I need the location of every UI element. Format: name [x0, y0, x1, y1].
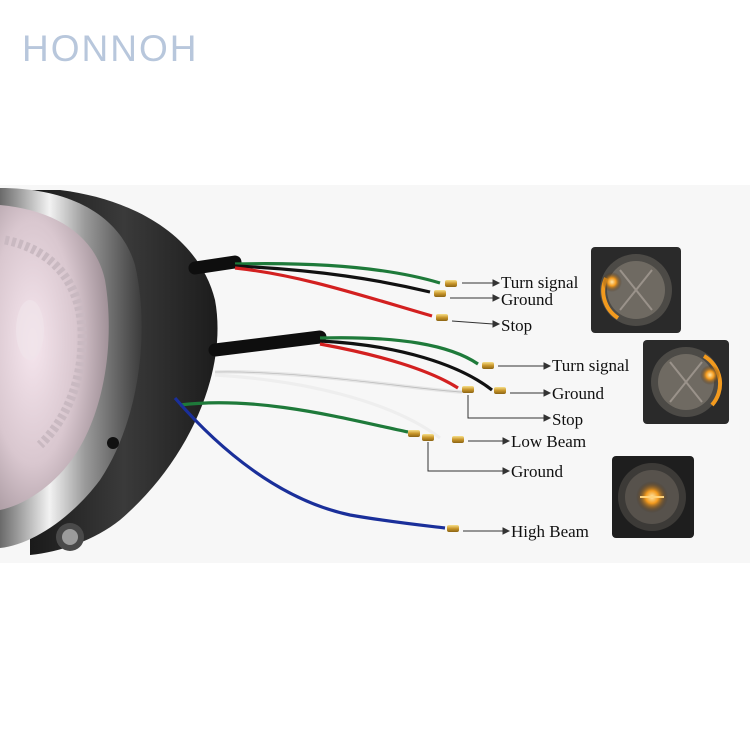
preview-thumbnail-1: [591, 247, 681, 333]
bullet-connector-icon: [436, 314, 448, 321]
preview-thumbnail-2: [643, 340, 729, 424]
wire-white-2: [214, 373, 441, 440]
wire-blue: [173, 396, 446, 530]
wire-black-2: [319, 339, 493, 392]
bullet-connector-icon: [494, 387, 506, 394]
bullet-connector-icon: [452, 436, 464, 443]
label-low-beam: Low Beam: [511, 432, 587, 451]
bullet-connector-icon: [422, 434, 434, 441]
brand-logo: HONNOH: [22, 28, 199, 69]
cable-sleeve-1: [188, 255, 242, 275]
label-stop-1: Stop: [501, 316, 533, 335]
wire-green-2: [319, 336, 479, 366]
label-stop-2: Stop: [552, 410, 584, 429]
wire-red-1: [234, 266, 433, 318]
cable-sleeve-2: [208, 330, 327, 357]
label-ground-1: Ground: [501, 290, 553, 309]
label-turn-signal-2: Turn signal: [552, 356, 630, 375]
wire-red-2: [319, 342, 459, 390]
arrow-right-icon: [427, 279, 552, 535]
wire-green-3: [179, 401, 409, 434]
bullet-connector-icon: [447, 525, 459, 532]
headlight-icon: [0, 188, 218, 555]
bullet-connector-icon: [462, 386, 474, 393]
wire-black-1: [234, 264, 431, 294]
preview-thumbnail-3: [612, 456, 694, 538]
label-high-beam: High Beam: [511, 522, 589, 541]
label-ground-2: Ground: [552, 384, 604, 403]
bullet-connector-icon: [445, 280, 457, 287]
wire-green-1: [234, 262, 441, 285]
bullet-connector-icon: [434, 290, 446, 297]
label-ground-3: Ground: [511, 462, 563, 481]
bullet-connector-icon: [408, 430, 420, 437]
bullet-connector-icon: [482, 362, 494, 369]
label-turn-signal-1: Turn signal: [501, 273, 579, 292]
